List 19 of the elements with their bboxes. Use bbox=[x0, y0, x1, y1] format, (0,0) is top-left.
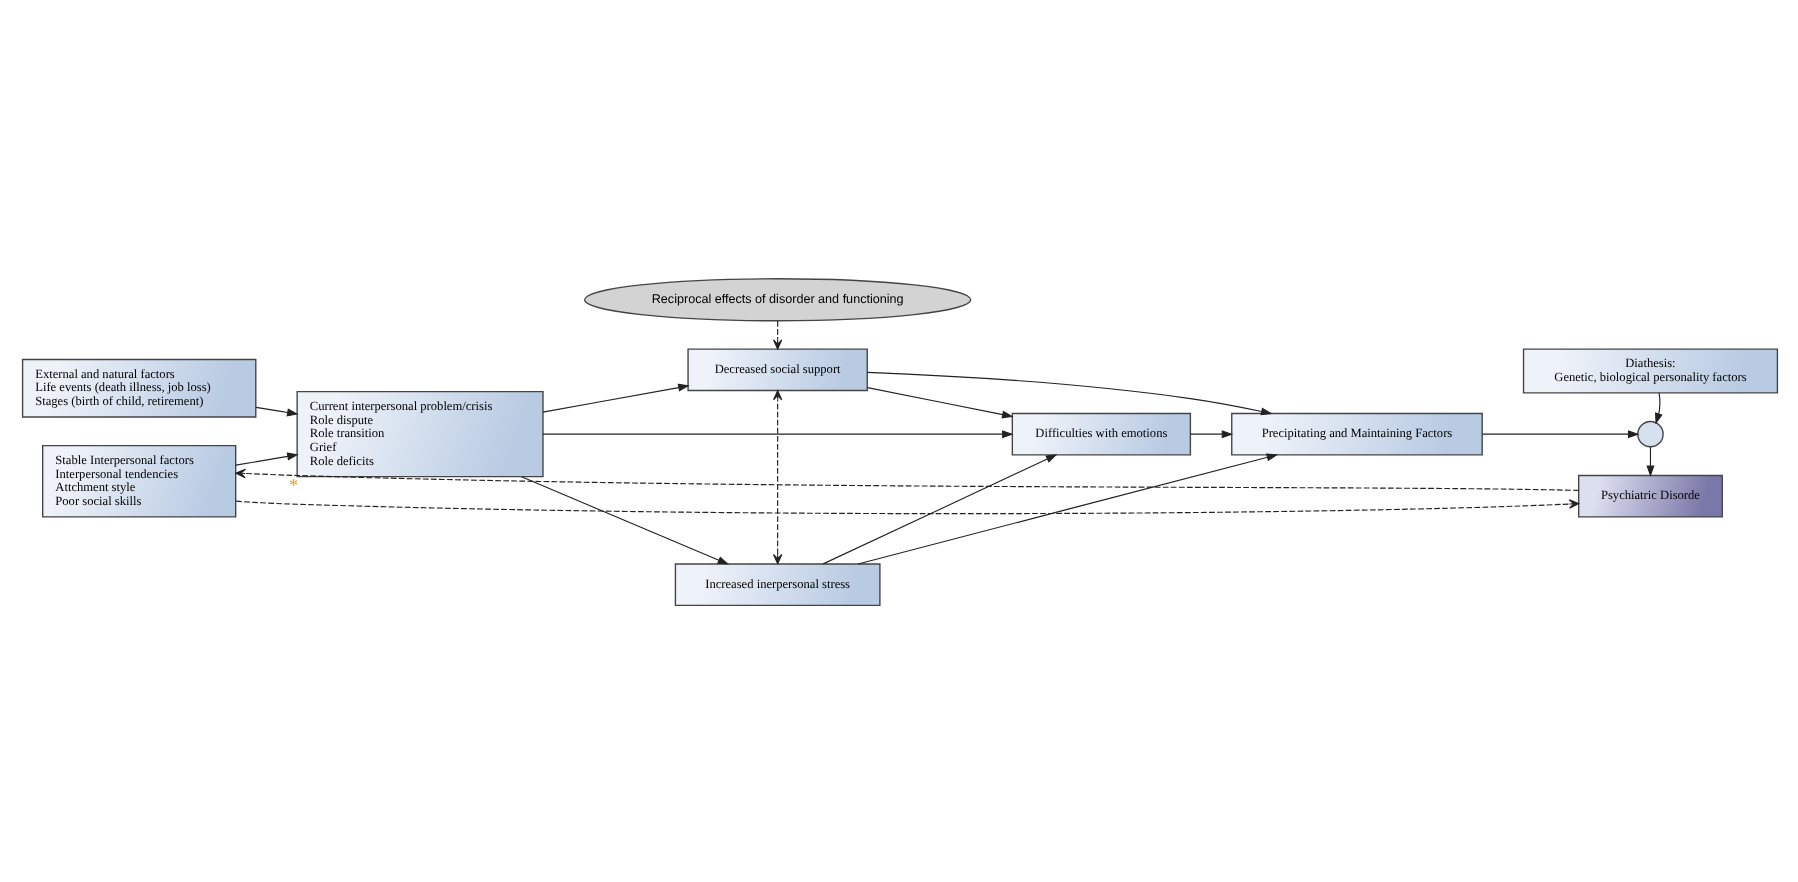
arrow bbox=[254, 405, 298, 416]
node-label: * bbox=[288, 474, 298, 495]
arrow bbox=[856, 452, 1278, 564]
arrow bbox=[520, 475, 729, 564]
arrow bbox=[865, 386, 1013, 418]
arrow bbox=[1645, 445, 1654, 477]
node-circle bbox=[1636, 419, 1663, 447]
arrow bbox=[234, 467, 1579, 490]
arrow bbox=[541, 429, 1013, 438]
arrow bbox=[771, 389, 782, 564]
arrow bbox=[234, 498, 1579, 514]
arrow bbox=[541, 382, 689, 412]
arrow bbox=[821, 453, 1057, 564]
arrow bbox=[234, 451, 298, 465]
arrow bbox=[865, 370, 1272, 415]
arrow bbox=[1188, 429, 1233, 438]
arrow bbox=[1480, 429, 1639, 438]
arrow bbox=[771, 319, 782, 349]
arrow bbox=[1654, 391, 1662, 424]
